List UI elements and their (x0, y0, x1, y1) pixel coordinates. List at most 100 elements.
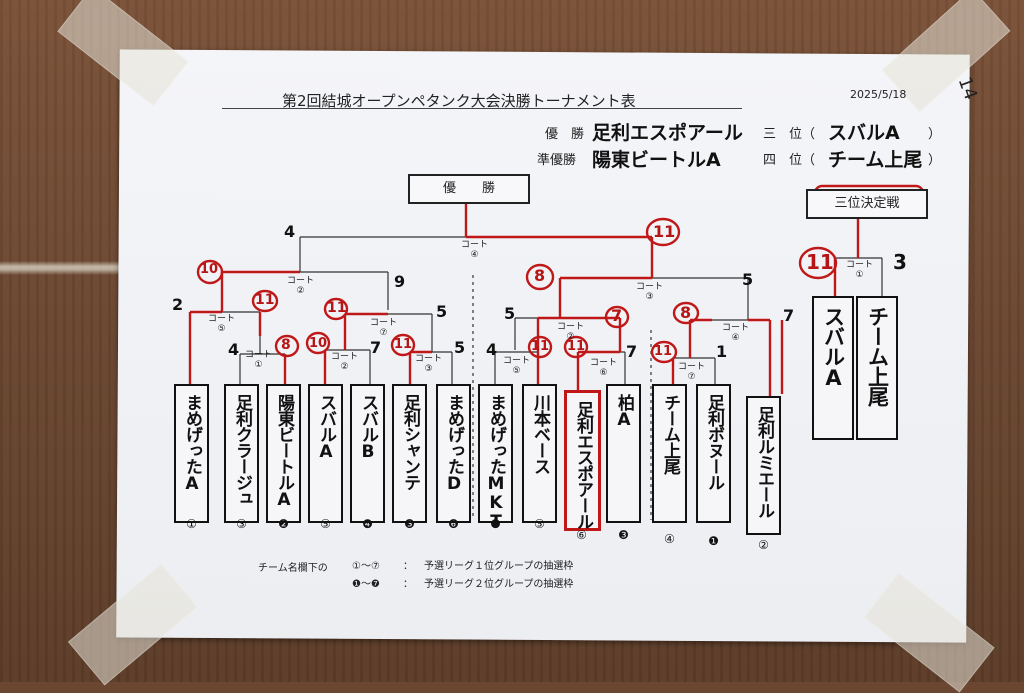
team-box-10: 足利エスポアール (564, 390, 601, 531)
team-box-7: まめげったD (436, 384, 471, 523)
score-q2-right: 5 (436, 302, 448, 321)
fourth-label: 四 位（ (763, 153, 816, 168)
team-box-2: 足利クラージュ (224, 384, 259, 523)
score-third-right: 3 (893, 250, 907, 274)
court-q4: コート ④ (722, 323, 750, 343)
team-box-13: 足利ボヌール (696, 384, 731, 523)
score-third-left: 11 (806, 250, 834, 274)
team-box-4: スバルA (308, 384, 343, 523)
court-q1: コート ⑤ (208, 314, 236, 334)
draw-mark-4: ⑤ (320, 517, 331, 531)
score-r5-right: 7 (626, 342, 638, 361)
court-final: コート ④ (461, 240, 489, 260)
score-r2-right: 7 (370, 338, 382, 357)
draw-mark-12: ④ (664, 532, 675, 546)
court-r4: コート ⑤ (503, 356, 531, 376)
draw-mark-1: ① (186, 517, 197, 531)
score-r3-left: 11 (394, 337, 413, 352)
team-name: スバルB (358, 394, 378, 461)
third-place-box: 三位決定戦 (806, 189, 928, 219)
draw-mark-10: ⑥ (576, 528, 587, 542)
champion-box: 優 勝 (408, 174, 530, 204)
draw-mark-9: ⑤ (534, 517, 545, 531)
team-name: 足利ルミエール (754, 406, 774, 518)
team-name: 柏A (614, 394, 634, 429)
score-q4-left: 8 (680, 303, 692, 322)
score-final-right: 11 (653, 222, 676, 241)
score-r1-left: 4 (228, 340, 240, 359)
team-name: 足利クラージュ (232, 394, 252, 506)
team-box-6: 足利シャンテ (392, 384, 427, 523)
team-name: スバルA (821, 306, 846, 389)
sheet-date: 2025/5/18 (850, 88, 907, 101)
team-box-9: 川本ベース (522, 384, 557, 523)
third-place-team-2: チーム上尾 (856, 296, 898, 440)
score-q1-right: 11 (255, 292, 275, 308)
court-q2: コート ⑦ (370, 318, 398, 338)
team-name: 足利エスポアール (573, 401, 593, 529)
team-box-11: 柏A (606, 384, 641, 523)
court-third-place: コート ① (846, 260, 874, 280)
court-right-semi: コート ③ (636, 282, 664, 302)
team-name: まめげったD (444, 394, 464, 493)
score-ls-left: 10 (200, 262, 219, 277)
score-rs-left: 8 (534, 266, 546, 285)
third-label: 三 位（ (763, 127, 816, 142)
score-r1-right: 8 (281, 337, 291, 353)
score-r5-left: 11 (567, 339, 586, 354)
score-r3-right: 5 (454, 338, 466, 357)
board-crack (0, 261, 120, 275)
court-r5: コート ⑥ (590, 358, 618, 378)
score-q4-right: 7 (783, 306, 795, 325)
score-ls-right: 9 (394, 272, 406, 291)
draw-mark-7: ❻ (448, 517, 459, 531)
sheet-title: 第2回結城オープンペタンク大会決勝トーナメント表 (282, 92, 636, 110)
third-close: ） (928, 127, 942, 142)
winner-label: 優 勝 (545, 127, 585, 142)
score-rs-right: 5 (742, 270, 754, 289)
team-name: 足利シャンテ (400, 394, 420, 490)
team-name: まめげったA (182, 394, 202, 493)
score-r6-right: 1 (716, 342, 728, 361)
team-box-3: 陽東ビートルA (266, 384, 301, 523)
third-result: スバルA (828, 122, 900, 144)
team-name: 川本ベース (530, 394, 550, 474)
score-r2-left: 10 (309, 336, 328, 351)
score-q2-left: 11 (327, 300, 347, 316)
draw-mark-5: ❹ (362, 517, 373, 531)
fourth-result: チーム上尾 (828, 149, 923, 171)
fourth-close: ） (928, 153, 942, 168)
draw-mark-11: ❸ (618, 528, 629, 542)
legend-row1-text: 予選リーグ１位グループの抽選枠 (424, 561, 574, 572)
team-box-1: まめげったA (174, 384, 209, 523)
court-left-semi: コート ② (287, 276, 315, 296)
score-q3-right: 7 (611, 306, 623, 325)
court-r3: コート ③ (415, 354, 443, 374)
team-name: スバルA (316, 394, 336, 461)
draw-mark-14: ② (758, 538, 769, 552)
draw-mark-6: ❸ (404, 517, 415, 531)
draw-mark-3: ❷ (278, 517, 289, 531)
legend-row2-colon: ： (403, 579, 413, 590)
draw-mark-2: ③ (236, 517, 247, 531)
court-q3: コート ② (557, 322, 585, 342)
team-box-8: まめげったMKT (478, 384, 513, 531)
legend-row1-colon: ： (403, 561, 413, 572)
score-q1-left: 2 (172, 295, 184, 314)
court-r2: コート ② (331, 352, 359, 372)
legend-row2-text: 予選リーグ２位グループの抽選枠 (424, 579, 574, 590)
score-final-left: 4 (284, 222, 296, 241)
score-r4-right: 11 (531, 339, 550, 354)
team-box-14: 足利ルミエール (746, 396, 781, 535)
score-r4-left: 4 (486, 340, 498, 359)
team-name: チーム上尾 (865, 306, 890, 406)
legend-prefix: チーム名欄下の (258, 563, 328, 574)
legend-row2-marks: ❶～❼ (352, 579, 380, 590)
team-name: 陽東ビートルA (274, 394, 294, 509)
draw-mark-13: ❶ (708, 534, 719, 548)
score-q3-left: 5 (504, 304, 516, 323)
team-name: まめげったMKT (486, 394, 506, 531)
draw-mark-8: ❼ (490, 517, 501, 531)
legend-row1-marks: ①～⑦ (352, 561, 380, 572)
